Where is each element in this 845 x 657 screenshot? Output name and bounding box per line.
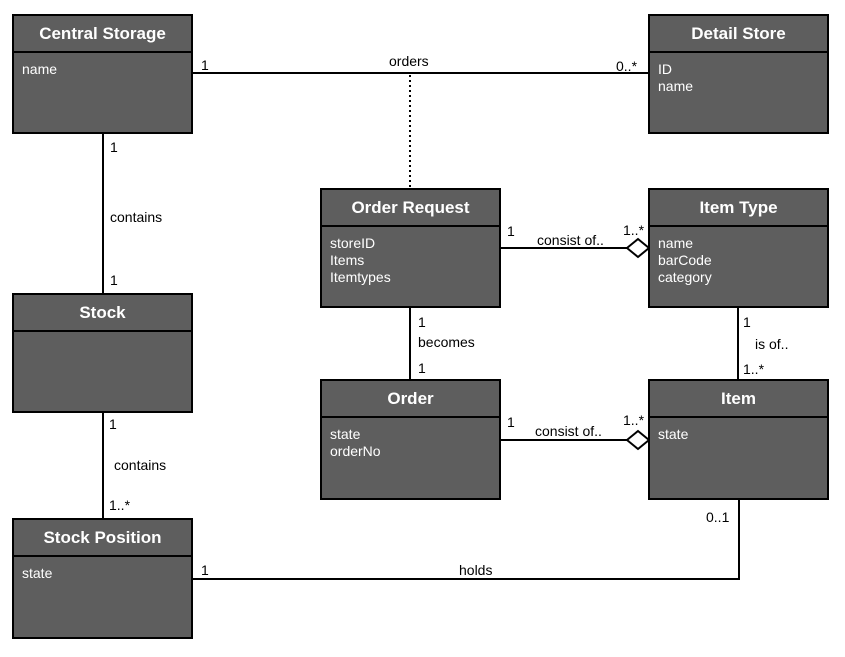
- contains-stock-from-multiplicity: 1: [110, 139, 118, 155]
- class-name: Stock Position: [14, 520, 191, 557]
- becomes-label: becomes: [418, 334, 475, 350]
- holds-line: [192, 499, 740, 580]
- class-stock-position[interactable]: Stock Position state: [12, 518, 193, 639]
- attribute: Itemtypes: [330, 269, 391, 285]
- contains-stock-label: contains: [110, 209, 163, 225]
- class-name: Detail Store: [650, 16, 827, 53]
- attribute-list: storeID Items Itemtypes: [322, 227, 499, 286]
- attribute: Items: [330, 252, 365, 268]
- class-name: Item: [650, 381, 827, 418]
- class-detail-store[interactable]: Detail Store ID name: [648, 14, 829, 134]
- class-name: Central Storage: [14, 16, 191, 53]
- attribute-list: name: [14, 53, 191, 78]
- attribute-list: [14, 332, 191, 340]
- holds-from-multiplicity: 1: [201, 562, 209, 578]
- consist-order-to-multiplicity: 1..*: [623, 412, 645, 428]
- class-item-type[interactable]: Item Type name barCode category: [648, 188, 829, 308]
- is-of-label: is of..: [755, 336, 789, 352]
- holds-label: holds: [459, 562, 493, 578]
- attribute: storeID: [330, 235, 376, 251]
- consist-request-aggregation-diamond: [625, 237, 651, 259]
- attribute: state: [658, 426, 689, 442]
- attribute: orderNo: [330, 443, 381, 459]
- attribute: name: [658, 78, 694, 94]
- class-name: Order Request: [322, 190, 499, 227]
- contains-position-label: contains: [114, 457, 167, 473]
- consist-request-to-multiplicity: 1..*: [623, 222, 645, 238]
- attribute: barCode: [658, 252, 712, 268]
- attribute-list: state: [650, 418, 827, 443]
- class-name: Item Type: [650, 190, 827, 227]
- attribute-list: state orderNo: [322, 418, 499, 460]
- contains-position-from-multiplicity: 1: [109, 416, 117, 432]
- becomes-from-multiplicity: 1: [418, 314, 426, 330]
- class-order-request[interactable]: Order Request storeID Items Itemtypes: [320, 188, 501, 308]
- consist-order-from-multiplicity: 1: [507, 414, 515, 430]
- class-name: Stock: [14, 295, 191, 332]
- attribute: ID: [658, 61, 672, 77]
- attribute: name: [658, 235, 694, 251]
- consist-order-aggregation-diamond: [625, 429, 651, 451]
- contains-position-to-multiplicity: 1..*: [109, 497, 131, 513]
- attribute: category: [658, 269, 712, 285]
- attribute-list: ID name: [650, 53, 827, 95]
- orders-to-multiplicity: 0..*: [616, 58, 638, 74]
- class-order[interactable]: Order state orderNo: [320, 379, 501, 500]
- attribute-list: name barCode category: [650, 227, 827, 286]
- class-item[interactable]: Item state: [648, 379, 829, 500]
- becomes-to-multiplicity: 1: [418, 360, 426, 376]
- attribute: state: [22, 565, 53, 581]
- consist-request-label: consist of..: [537, 232, 604, 248]
- consist-order-label: consist of..: [535, 423, 602, 439]
- orders-label: orders: [389, 53, 429, 69]
- holds-to-multiplicity: 0..1: [706, 509, 730, 525]
- attribute: state: [330, 426, 361, 442]
- is-of-to-multiplicity: 1..*: [743, 361, 765, 377]
- class-name: Order: [322, 381, 499, 418]
- class-stock[interactable]: Stock: [12, 293, 193, 413]
- is-of-from-multiplicity: 1: [743, 314, 751, 330]
- orders-from-multiplicity: 1: [201, 57, 209, 73]
- consist-request-from-multiplicity: 1: [507, 223, 515, 239]
- class-central-storage[interactable]: Central Storage name: [12, 14, 193, 134]
- attribute: name: [22, 61, 58, 77]
- contains-stock-to-multiplicity: 1: [110, 272, 118, 288]
- attribute-list: state: [14, 557, 191, 582]
